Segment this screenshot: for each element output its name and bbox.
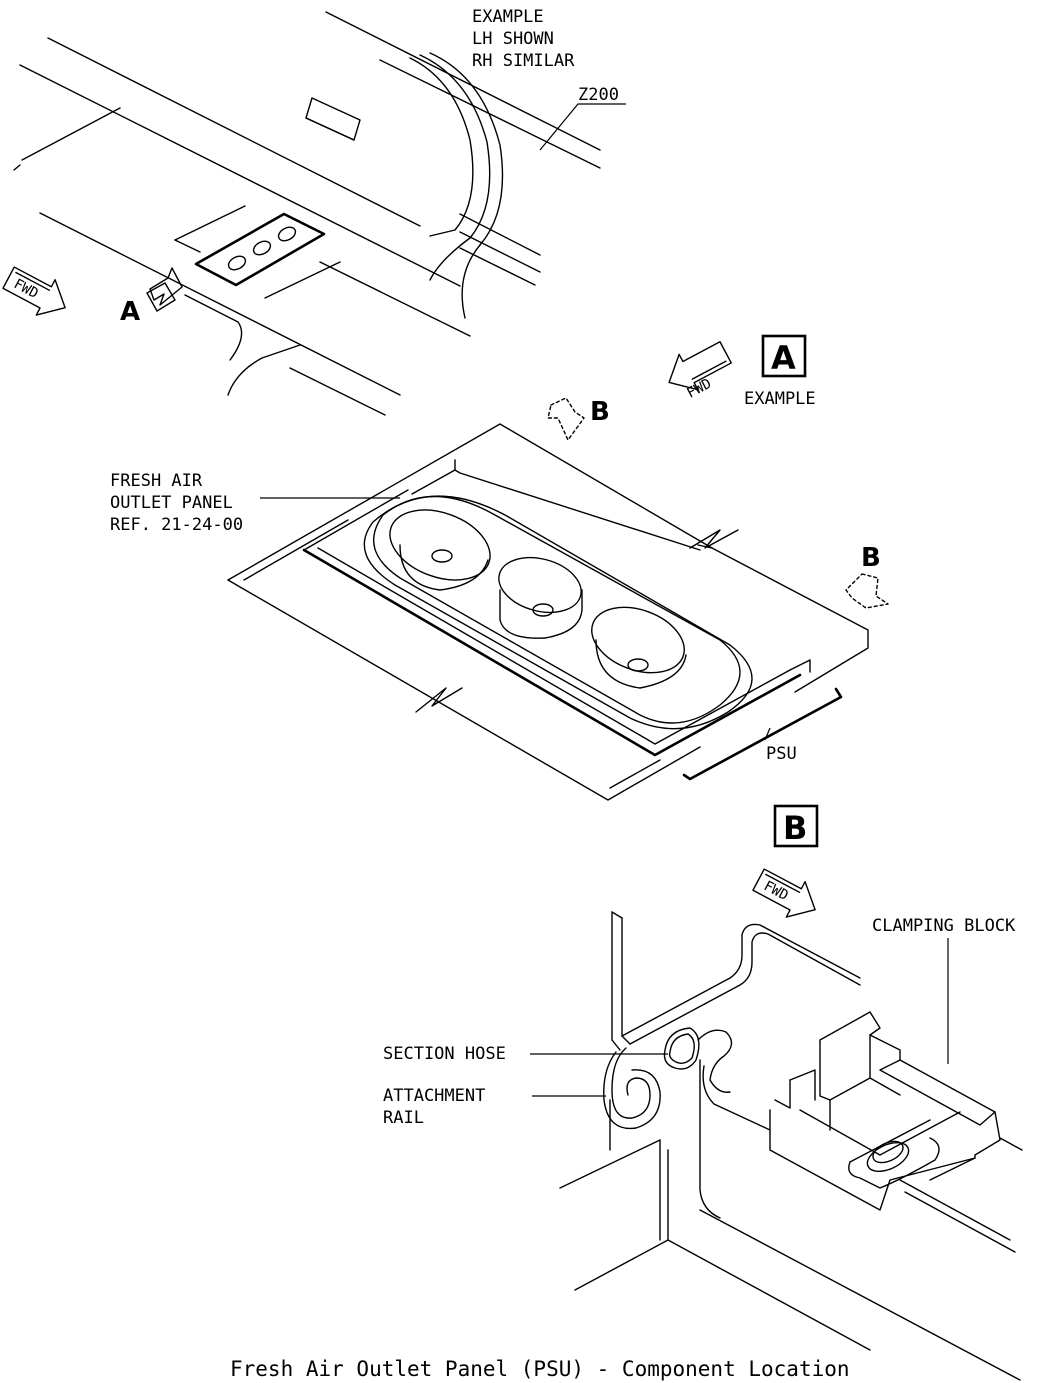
view-a-box <box>761 334 807 378</box>
outlet-nozzle-2 <box>498 556 583 639</box>
view-b-box-label: B <box>783 809 807 847</box>
cabin-overview-view: Z200 EXAMPLE LH SHOWN RH SIMILAR FWD A <box>2 7 626 416</box>
svg-text:FWD: FWD <box>761 878 791 904</box>
clamping-block-part <box>769 1011 1023 1253</box>
view-b-arrow-label-2: B <box>861 543 881 573</box>
attachment-rail-label-line1: ATTACHMENT <box>383 1086 485 1106</box>
svg-text:FWD: FWD <box>11 276 41 302</box>
view-b-detail: B FWD <box>383 804 1023 1381</box>
view-a-box-label: A <box>771 339 796 377</box>
attachment-rail-label-line2: RAIL <box>383 1108 424 1128</box>
outlet-nozzle-1 <box>389 509 491 591</box>
outlet-nozzle-3 <box>591 606 687 689</box>
fwd-arrow-icon: FWD <box>2 266 66 316</box>
view-note-line2: LH SHOWN <box>472 29 554 49</box>
view-b-box <box>773 804 819 848</box>
view-note-line1: EXAMPLE <box>472 7 544 27</box>
station-label: Z200 <box>578 85 619 105</box>
section-hose-label: SECTION HOSE <box>383 1044 506 1064</box>
fwd-label-view-a: FWD <box>684 376 714 402</box>
view-a-detail: A EXAMPLE FWD B B PSU <box>110 334 889 801</box>
fwd-arrow-icon-view-a <box>668 341 732 391</box>
clamping-block-label: CLAMPING BLOCK <box>872 916 1016 936</box>
view-a-caption: EXAMPLE <box>744 389 816 409</box>
panel-callout-line3: REF. 21-24-00 <box>110 515 243 535</box>
view-a-arrow-label: A <box>120 297 140 327</box>
view-b-arrow-icon-2 <box>845 573 889 609</box>
panel-callout-line2: OUTLET PANEL <box>110 493 233 513</box>
psu-label: PSU <box>766 744 797 764</box>
figure-caption: Fresh Air Outlet Panel (PSU) - Component… <box>230 1357 850 1381</box>
view-b-arrow-icon-1 <box>547 397 585 441</box>
fwd-arrow-icon-view-b: FWD <box>752 868 816 918</box>
view-b-arrow-label-1: B <box>590 397 610 427</box>
view-note-line3: RH SIMILAR <box>472 51 575 71</box>
panel-callout-line1: FRESH AIR <box>110 471 203 491</box>
view-a-arrow-icon <box>146 267 183 312</box>
section-hose-part <box>663 1027 771 1219</box>
